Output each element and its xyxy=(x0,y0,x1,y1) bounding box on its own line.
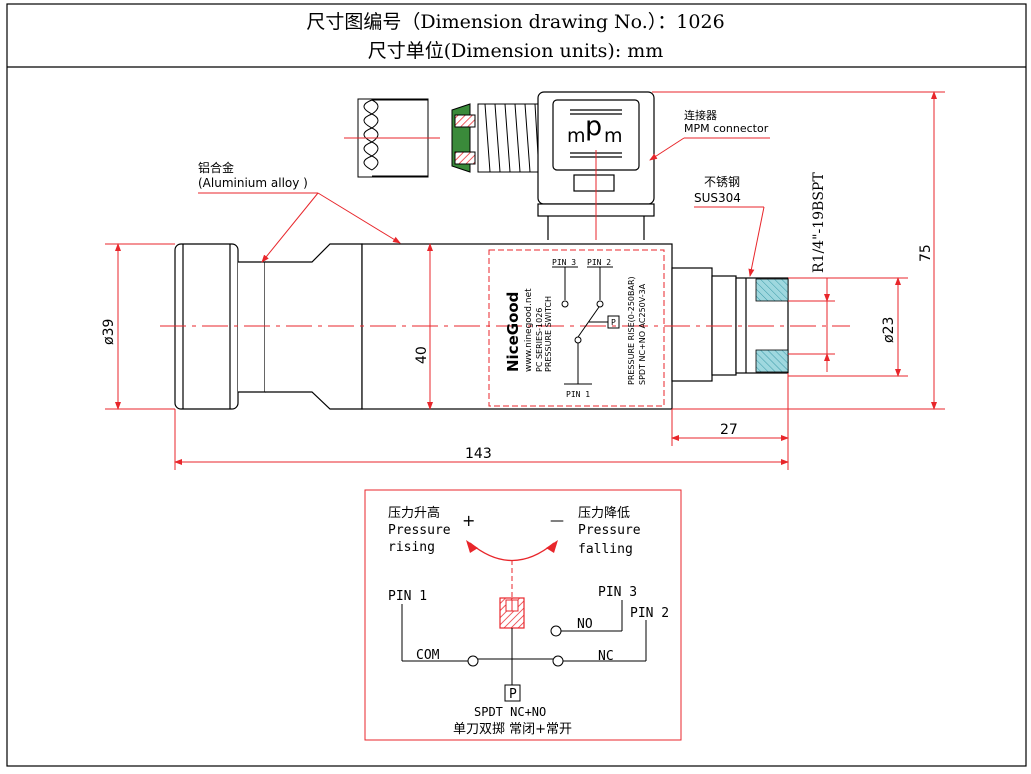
dimension-lines xyxy=(105,91,945,470)
connector-label-cn: 连接器 xyxy=(684,109,717,122)
website-text: www.ninegood.net xyxy=(524,288,534,372)
rating-text: SPDT NC+NO AC250V-3A xyxy=(638,283,647,385)
dim-dia39: ø39 xyxy=(101,319,117,345)
dim-height40: 40 xyxy=(414,346,430,364)
dim-thread: R1/4"-19BSPT xyxy=(811,172,827,273)
plus-sign: + xyxy=(462,511,475,530)
aluminium-label-en: (Aluminium alloy ) xyxy=(198,176,308,190)
label-plate-border xyxy=(488,249,665,407)
dim-height75: 75 xyxy=(918,244,934,262)
mpm-logo-m1: m xyxy=(567,125,586,147)
dim-length27: 27 xyxy=(720,422,738,438)
schematic-border xyxy=(364,489,682,741)
schematic-wiring xyxy=(401,600,647,702)
sch-spdt-cn: 单刀双掷 常闭+常开 xyxy=(453,722,572,737)
plate-pin2: PIN 2 xyxy=(587,258,611,267)
mpm-logo-m2: m xyxy=(604,125,623,147)
plate-pin3: PIN 3 xyxy=(552,258,576,267)
mpm-logo-p: p xyxy=(585,111,602,142)
sch-p: P xyxy=(509,687,517,702)
sch-pin3: PIN 3 xyxy=(598,585,637,600)
plate-switch-symbol xyxy=(552,266,620,385)
arc-arrow-left xyxy=(466,540,478,553)
sch-pin1: PIN 1 xyxy=(388,589,427,604)
product-text: PRESSURE SWITCH xyxy=(544,296,553,372)
stainless-label-cn: 不锈钢 xyxy=(704,175,740,189)
connector-gland xyxy=(451,103,541,173)
rotation-arc xyxy=(469,542,555,562)
dim-length143: 143 xyxy=(465,446,492,462)
drawing-number-title: 尺寸图编号（Dimension drawing No.）：1026 xyxy=(306,11,725,33)
sch-com: COM xyxy=(416,648,440,663)
rise-en1: Pressure xyxy=(388,523,451,538)
sch-nc: NC xyxy=(598,649,614,664)
sch-pin2: PIN 2 xyxy=(630,606,669,621)
sch-spdt: SPDT NC+NO xyxy=(474,705,546,719)
arc-arrow-right xyxy=(546,540,558,553)
plate-pin1: PIN 1 xyxy=(566,390,590,399)
stainless-label-en: SUS304 xyxy=(694,191,741,205)
dim-dia23: ø23 xyxy=(881,317,897,343)
schematic-text: 压力升高 Pressure rising 压力降低 Pressure falli… xyxy=(388,505,669,737)
aluminium-label-cn: 铝合金 xyxy=(198,160,234,175)
connector-label-en: MPM connector xyxy=(684,122,769,135)
dimension-units: 尺寸单位(Dimension units): mm xyxy=(367,40,664,62)
brand-logo: NiceGood xyxy=(504,292,522,372)
label-plate-text: NiceGood www.ninegood.net PC SERIES-1026… xyxy=(504,258,647,399)
thread-section-bottom xyxy=(755,349,789,373)
outer-frame xyxy=(6,3,1027,767)
fall-en1: Pressure xyxy=(578,523,641,538)
minus-sign: — xyxy=(550,513,564,529)
plate-p: P xyxy=(611,318,616,327)
series-text: PC SERIES-1026 xyxy=(535,308,544,372)
thread-section-top xyxy=(755,278,789,302)
rise-cn: 压力升高 xyxy=(388,505,440,521)
rise-en2: rising xyxy=(388,540,435,555)
fall-en2: falling xyxy=(578,542,633,557)
leaders xyxy=(198,137,770,277)
fall-cn: 压力降低 xyxy=(578,506,630,521)
sch-no: NO xyxy=(577,617,593,632)
pressure-rise-text: PRESSURE RISE(0-250BAR) xyxy=(627,276,636,385)
mpm-connector-body xyxy=(537,91,655,240)
